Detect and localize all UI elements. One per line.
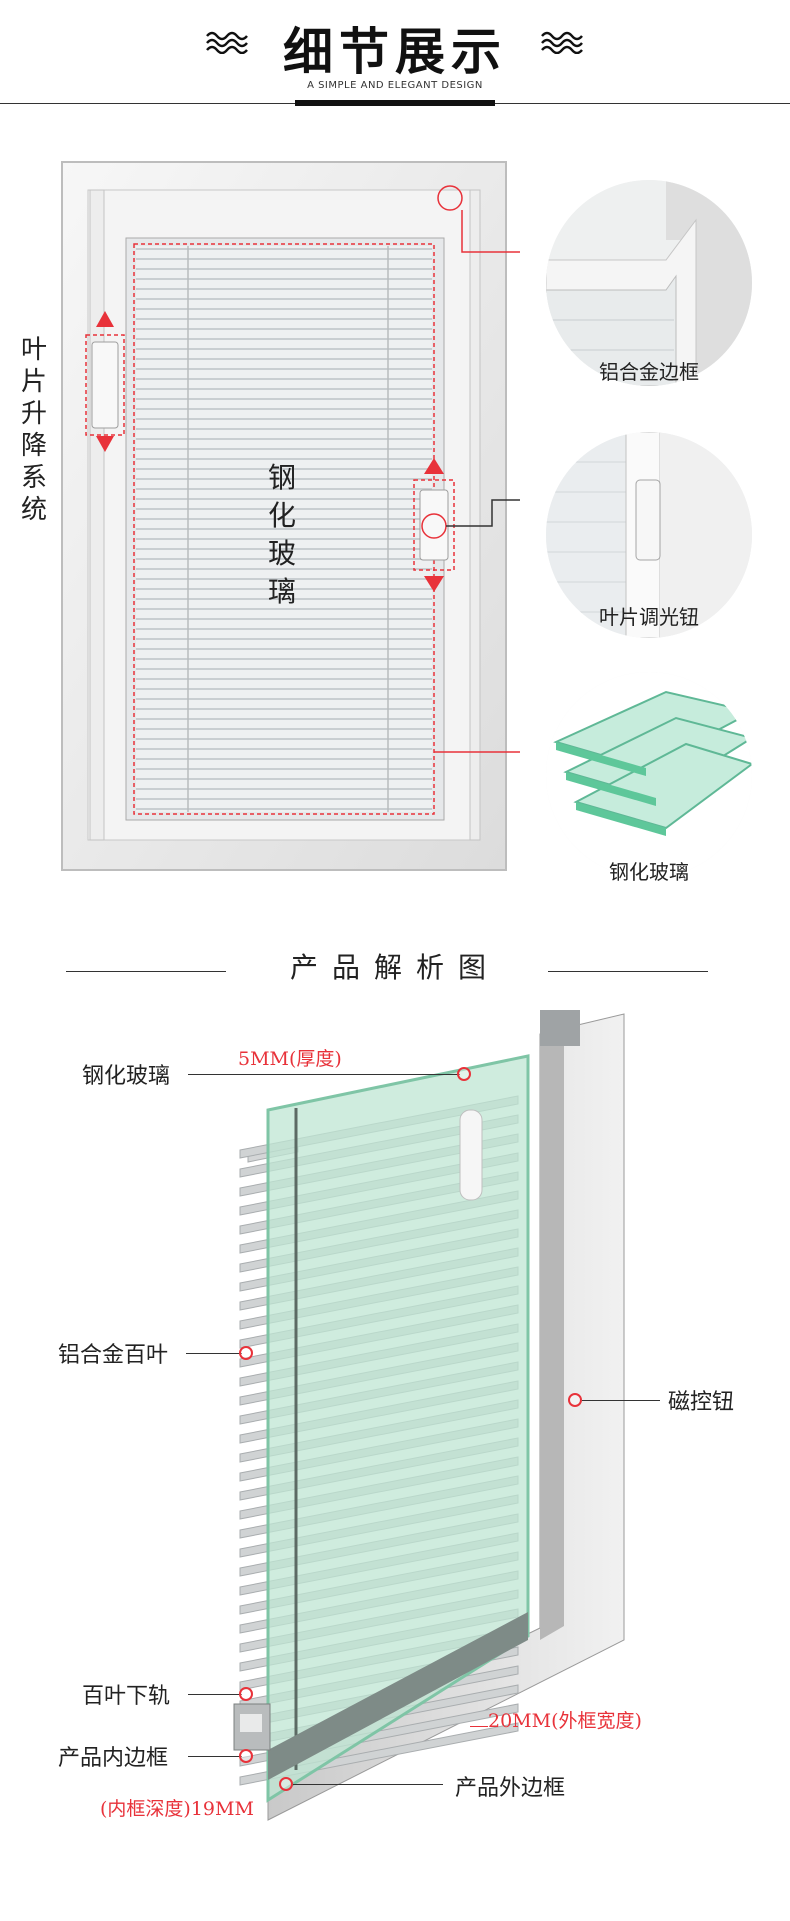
leader-aluminium-blinds: [186, 1353, 242, 1354]
leader-inner-frame: [188, 1756, 242, 1757]
marker-outer-frame: [279, 1777, 293, 1791]
lift-system-label: 叶片升降系统: [20, 335, 47, 525]
label-outer-frame: 产品外边框: [455, 1776, 566, 1801]
section2-rule-right: [548, 971, 708, 972]
wave-left-icon: [206, 31, 248, 54]
leader-outer-frame: [293, 1784, 443, 1785]
marker-inner-frame: [239, 1749, 253, 1763]
detail-button-image: [546, 432, 752, 638]
label-aluminium-blinds: 铝合金百叶: [58, 1343, 169, 1368]
marker-magnetic-button: [568, 1393, 582, 1407]
window-blind-product-image: [61, 161, 520, 871]
label-tempered-glass: 钢化玻璃: [82, 1064, 171, 1089]
page-subtitle: A SIMPLE AND ELEGANT DESIGN: [307, 80, 483, 91]
marker-tempered-glass: [457, 1067, 471, 1081]
detail-button-caption: 叶片调光钮: [599, 605, 699, 629]
section2-title: 产品解析图: [289, 951, 500, 984]
label-glass-thickness: 5MM(厚度): [238, 1048, 342, 1070]
wave-right-icon: [541, 31, 583, 54]
label-magnetic-button: 磁控钮: [668, 1390, 735, 1415]
glass-char: 玻: [267, 537, 296, 570]
product-exploded-diagram: [233, 1010, 625, 1821]
label-outer-frame-width: 20MM(外框宽度): [488, 1710, 642, 1732]
marker-aluminium-blinds: [239, 1346, 253, 1360]
section-header: 细节展示 A SIMPLE AND ELEGANT DESIGN: [0, 0, 790, 110]
leader-tempered-glass: [188, 1074, 460, 1075]
glass-char: 化: [267, 499, 296, 532]
detail-glass-image: [546, 672, 752, 878]
label-inner-frame: 产品内边框: [58, 1746, 169, 1771]
detail-frame-image: [546, 180, 752, 386]
label-bottom-rail: 百叶下轨: [82, 1684, 171, 1709]
leader-magnetic-button: [582, 1400, 660, 1401]
leader-outer-width: [470, 1726, 488, 1727]
detail-frame-caption: 铝合金边框: [599, 360, 699, 384]
header-accent-bar: [295, 100, 495, 106]
leader-bottom-rail: [188, 1694, 242, 1695]
glass-char: 钢: [267, 461, 296, 494]
page-title: 细节展示: [283, 22, 507, 81]
marker-bottom-rail: [239, 1687, 253, 1701]
detail-glass-caption: 钢化玻璃: [609, 860, 689, 884]
section2-rule-left: [66, 971, 226, 972]
label-inner-frame-depth: (内框深度)19MM: [100, 1798, 254, 1820]
glass-char: 璃: [267, 575, 296, 608]
